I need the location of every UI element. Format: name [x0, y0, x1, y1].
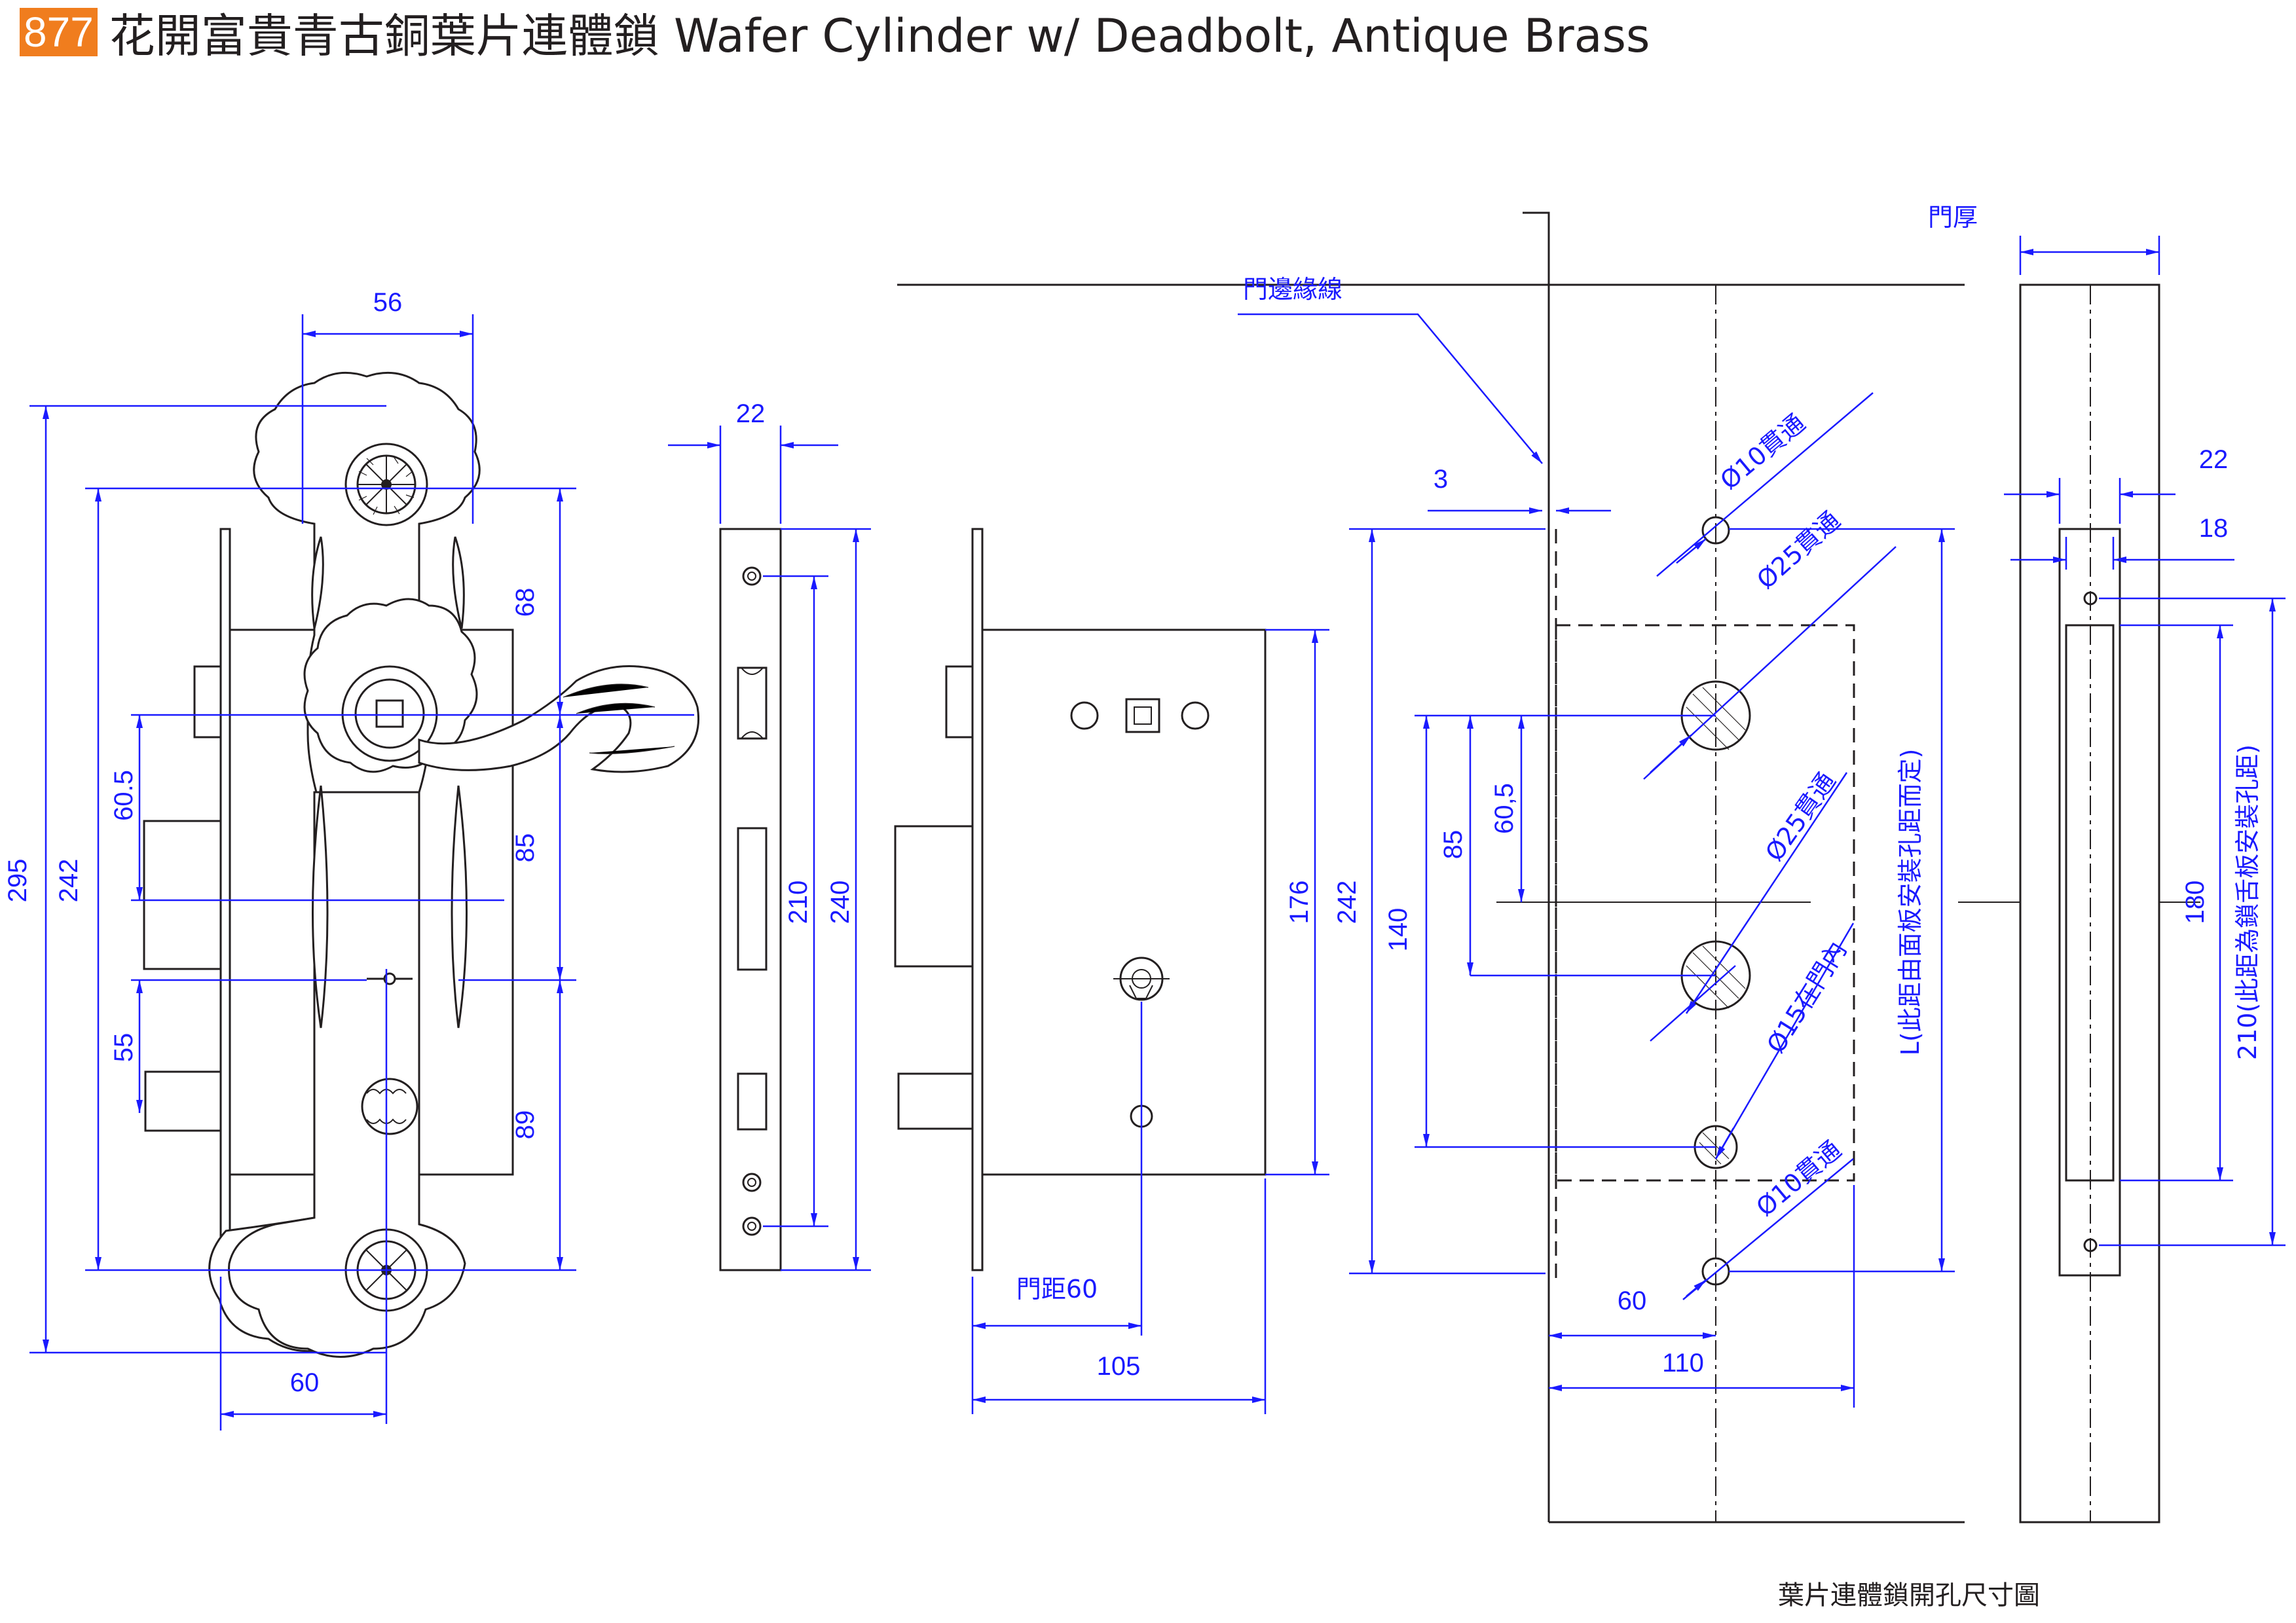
dim-key-to-bottom: 89	[511, 1110, 540, 1140]
hole-inner-callout: Ø15在門內	[1761, 936, 1852, 1058]
side-cylinder-hole	[1113, 957, 1170, 1001]
dim-template-140: 140	[1384, 908, 1413, 952]
side-cylinder-tab	[945, 665, 974, 739]
dim-height-outer: 295	[3, 859, 32, 903]
door-thickness-label: 門厚	[1928, 203, 1978, 232]
side-hole-left	[1070, 701, 1099, 730]
dim-edge-width-outer: 22	[2199, 445, 2229, 474]
side-spindle-square	[1125, 698, 1160, 733]
product-title: 花開富貴青古銅葉片連體鎖 Wafer Cylinder w/ Deadbolt,…	[109, 9, 1650, 63]
dim-height-plate: 242	[54, 859, 83, 903]
dim-template-242: 242	[1333, 881, 1361, 924]
lock-body-side-view: 176 門距60 105	[894, 528, 1329, 1414]
dim-upper-height: 68	[511, 588, 540, 617]
side-hole-right	[1181, 701, 1210, 730]
dim-side-backset: 門距60	[1016, 1275, 1098, 1304]
hole-top-callout: Ø10貫通	[1714, 409, 1810, 496]
dim-latch-offset: 60.5	[109, 770, 138, 821]
dim-side-depth: 105	[1097, 1352, 1141, 1381]
dim-bolt-offset: 55	[109, 1033, 138, 1063]
faceplate-outline	[719, 528, 782, 1271]
dim-faceplate-length: 240	[826, 881, 855, 924]
dim-backset-front: 60	[290, 1368, 320, 1397]
dim-case-height: 176	[1285, 881, 1314, 924]
side-dead-bolt	[897, 1072, 974, 1130]
door-edge-view: 22 18 180 210(此距為鎖舌板安裝孔距)	[1958, 236, 2286, 1523]
faceplate-view: 22 210 240	[668, 399, 871, 1271]
faceplate-screw-top	[742, 566, 762, 586]
dim-faceplate-width: 22	[736, 399, 766, 428]
faceplate-cylinder-slot	[737, 666, 768, 740]
door-template-view: 門邊緣線 門厚 3 242 140 85 60,5	[897, 203, 1978, 1523]
lever-rose	[303, 598, 478, 773]
model-number-badge: 877	[20, 8, 98, 56]
dim-width-top: 56	[373, 288, 403, 317]
side-faceplate	[971, 528, 984, 1271]
edge-hole-top	[2083, 591, 2098, 606]
leaf-upper-right	[452, 536, 465, 629]
faceplate-screw-bottom	[742, 1216, 762, 1236]
side-lock-case	[981, 629, 1267, 1176]
dim-variable-length: L(此距由面板安裝孔距而定)	[1896, 749, 1925, 1056]
side-dimensions: 176 門距60 105	[971, 629, 1329, 1414]
front-dimensions: 56 295 242 68 85 89 60.5	[3, 288, 576, 1431]
dim-edge-width-inner: 18	[2199, 514, 2229, 543]
side-latch-bolt	[894, 825, 974, 968]
faceplate-screw-mid	[742, 1173, 762, 1192]
dim-spindle-to-key: 85	[511, 833, 540, 863]
door-edge-label: 門邊緣線	[1243, 275, 1342, 304]
front-dead-bolt	[144, 1070, 222, 1132]
hole-top-10	[1701, 516, 1730, 545]
faceplate-bolt-slot	[737, 1072, 768, 1131]
front-cylinder-tab	[193, 665, 222, 739]
door-edge-dimensions: 22 18 180 210(此距為鎖舌板安裝孔距)	[2004, 236, 2286, 1247]
title-bar: 877 花開富貴青古銅葉片連體鎖 Wafer Cylinder w/ Deadb…	[20, 3, 1650, 63]
dim-template-60-5: 60,5	[1490, 783, 1519, 834]
faceplate-latch-slot	[737, 827, 768, 971]
dim-template-85: 85	[1439, 830, 1468, 860]
hole-upper-callout: Ø25貫通	[1751, 505, 1845, 594]
hole-bottom-callout: Ø10貫通	[1750, 1135, 1846, 1222]
edge-faceplate-recess	[2058, 528, 2121, 1277]
hole-middle-callout: Ø25貫通	[1760, 767, 1842, 867]
dim-edge-offset: 3	[1434, 465, 1448, 494]
edge-mortise-slot	[2065, 624, 2115, 1182]
keyhole-ornament	[361, 972, 418, 1135]
front-view: 56 295 242 68 85 89 60.5	[3, 288, 699, 1431]
faceplate-dimensions: 22 210 240	[668, 399, 871, 1271]
leaf-lower-left	[312, 785, 329, 1029]
top-flower-ornament	[344, 443, 428, 526]
dim-faceplate-hole-spacing: 210	[784, 881, 813, 924]
dim-template-backset: 60	[1618, 1286, 1647, 1315]
front-latch-bolt	[143, 820, 222, 970]
dim-mortise-depth: 110	[1662, 1349, 1704, 1377]
leaf-lower-right	[451, 785, 468, 1029]
leaf-upper-left	[311, 536, 324, 629]
edge-hole-bottom	[2083, 1238, 2098, 1252]
dim-edge-hole-spacing: 210(此距為鎖舌板安裝孔距)	[2233, 744, 2262, 1060]
escutcheon-lower	[228, 791, 466, 1358]
footer-caption: 葉片連體鎖開孔尺寸圖	[1778, 1580, 2040, 1611]
door-template-dimensions: 門邊緣線 門厚 3 242 140 85 60,5	[1238, 203, 1978, 1408]
dim-edge-slot-length: 180	[2181, 881, 2210, 924]
lever-detail	[563, 684, 675, 754]
